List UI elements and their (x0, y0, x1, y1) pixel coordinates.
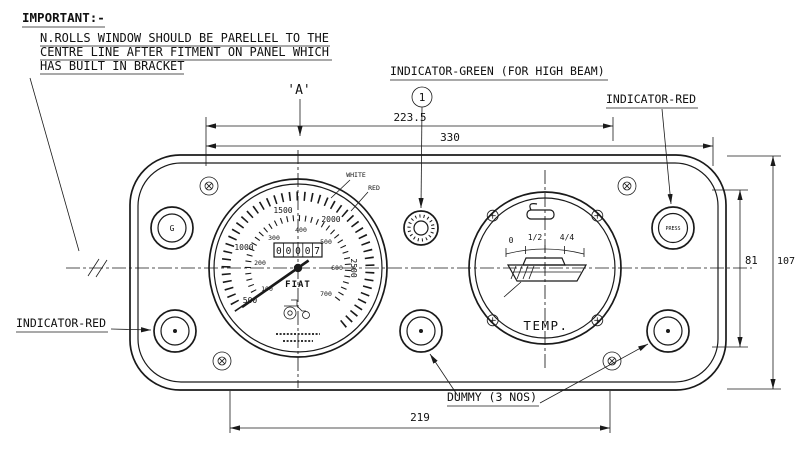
scale-i200: 200 (254, 259, 266, 267)
lamp-green-highbeam (403, 210, 439, 246)
indicator-red-top-label: INDICATOR-RED (606, 92, 696, 106)
fuel-tick-half: 1/2 (528, 233, 543, 242)
float-hull-icon (503, 257, 588, 298)
dimension-107: 107 (727, 155, 795, 390)
scale-i700: 700 (320, 290, 332, 298)
scale-2000: 2000 (321, 215, 340, 224)
fuel-pump-icon (526, 203, 555, 220)
lamp-g-label: G (170, 224, 175, 233)
note-line-1: N.ROLLS WINDOW SHOULD BE PARELLEL TO THE (40, 31, 329, 45)
note-leader-line (29, 77, 80, 252)
dim-81-value: 81 (745, 255, 758, 267)
bezel-screw-icon (591, 209, 604, 222)
callout-indicator-green: INDICATOR-GREEN (FOR HIGH BEAM) 1 (390, 64, 608, 209)
lamp-dummy-center (399, 309, 443, 353)
band-white-label: WHITE (346, 171, 366, 179)
dimension-330: 330 (206, 131, 714, 166)
panel-screw-icon (602, 351, 622, 371)
panel-screw-icon (199, 176, 219, 196)
scale-i300: 300 (268, 234, 280, 242)
fuel-tick-full: 4/4 (560, 233, 575, 242)
scale-1000: 1000 (234, 243, 253, 252)
panel-screw-icon (617, 176, 637, 196)
dimension-81: 81 (712, 189, 758, 348)
dim-330-value: 330 (440, 131, 460, 144)
note-title: IMPORTANT:- (22, 10, 105, 25)
temp-label: TEMP. (523, 318, 568, 333)
scale-i400: 400 (295, 226, 307, 234)
lamp-press-label: PRESS (665, 226, 680, 232)
odometer: 00007 (273, 242, 323, 258)
indicator-red-left-label: INDICATOR-RED (16, 316, 106, 330)
scale-1500: 1500 (273, 206, 292, 215)
tractor-icon (283, 299, 310, 320)
panel-screw-icon (212, 351, 232, 371)
fuel-gauge-bezel (468, 191, 622, 345)
dummy-label: DUMMY (3 NOS) (447, 390, 537, 404)
callout-indicator-red-top: INDICATOR-RED (606, 92, 698, 205)
scale-i600: 600 (331, 264, 343, 272)
callout-dummy: DUMMY (3 NOS) (429, 343, 649, 407)
odometer-value: 00007 (276, 246, 320, 257)
note-line-3: HAS BUILT IN BRACKET (40, 59, 185, 73)
scale-2500: 2500 (349, 258, 358, 277)
dim-219-value: 219 (410, 411, 430, 424)
section-a-marker: 'A' (287, 83, 311, 136)
bezel-screw-icon (486, 314, 499, 327)
band-red-label: RED (368, 184, 380, 192)
fuel-tick-0: 0 (509, 236, 514, 245)
dimension-219: 219 (229, 391, 611, 433)
note-line-2: CENTRE LINE AFTER FITMENT ON PANEL WHICH (40, 45, 329, 59)
dimension-223: 223.5 (205, 111, 614, 166)
indicator-green-label: INDICATOR-GREEN (FOR HIGH BEAM) (390, 64, 605, 78)
centerlines (66, 150, 752, 388)
lamp-dummy-right (646, 309, 690, 353)
lamp-press: PRESS (651, 206, 695, 250)
needle-hub (293, 263, 303, 273)
scale-i500: 500 (320, 238, 332, 246)
panel-outer-outline (129, 154, 727, 391)
bezel-screw-icon (486, 209, 499, 222)
balloon-1-label: 1 (419, 91, 426, 104)
lamp-left-g: G (150, 206, 194, 250)
lamp-dummy-left (153, 309, 197, 353)
fuel-temp-gauge: 0 1/2 4/4 TEMP. (468, 191, 622, 345)
dim-223-value: 223.5 (393, 111, 426, 124)
brand-label: FIAT (285, 280, 311, 290)
important-note: IMPORTANT:- N.ROLLS WINDOW SHOULD BE PAR… (22, 10, 332, 252)
panel-body (129, 154, 727, 391)
speedometer-bezel (208, 178, 388, 358)
panel-inner-outline (137, 162, 719, 383)
callout-indicator-red-left: INDICATOR-RED (16, 316, 152, 333)
section-a-label: 'A' (287, 83, 310, 98)
speedometer-gauge: 500 1000 1500 2000 2500 100 200 300 400 … (208, 171, 388, 358)
parallel-mark-icon (87, 258, 100, 277)
fuel-scale (505, 245, 585, 257)
bezel-screw-icon (591, 314, 604, 327)
dim-107-value: 107 (777, 256, 795, 267)
